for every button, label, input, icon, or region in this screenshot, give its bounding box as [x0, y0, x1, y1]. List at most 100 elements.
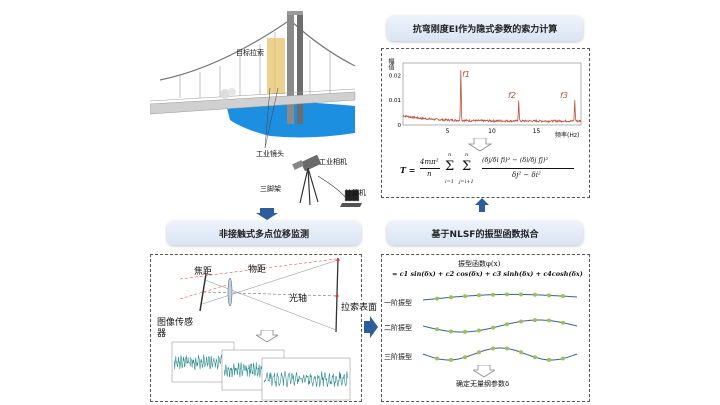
mode-3-curve [422, 347, 578, 361]
spectrum-peak-f1: f1 [462, 70, 470, 79]
mode-point [505, 292, 509, 297]
formula-sum2-top: n [465, 152, 469, 158]
fit-down-arrow-icon [473, 365, 495, 377]
mode-point [533, 292, 537, 297]
spectrum-peak-f2: f2 [508, 91, 516, 100]
computer-shape [340, 189, 362, 207]
mode-point [477, 350, 481, 355]
mode-point [477, 328, 481, 333]
monitor-down-arrow-icon [256, 330, 278, 342]
spectrum-y-tick-label: 0.01 [389, 98, 401, 104]
mode-3-label: 三阶振型 [384, 353, 412, 361]
formula-sum1-top: n [448, 152, 452, 158]
formula-coef-num: 4mπ² [420, 158, 439, 166]
image-sensor-label: 图像传感器 [157, 318, 194, 339]
target-cable-highlight [267, 38, 285, 94]
spectrum-y-tick-label: 0 [398, 123, 402, 129]
formula-sum1-bottom: i=1 [445, 179, 454, 185]
mode-1-label: 一阶振型 [384, 299, 412, 307]
mode-point [435, 296, 439, 301]
tripod-label: 三脚架 [260, 185, 281, 193]
formula-fraction-bar [482, 168, 574, 169]
result-label: 确定无量纲参数δ [456, 380, 510, 388]
mode-point [519, 319, 523, 324]
mode-point [547, 293, 551, 298]
mode-2-label: 二阶振型 [384, 324, 412, 332]
spectrum-ylabel: 幅值 [387, 58, 394, 70]
fit-panel-frame [381, 254, 590, 402]
optics-diagram [179, 257, 340, 333]
formula-sum2-bottom: j=i+1 [459, 179, 474, 185]
mode-point [463, 329, 467, 334]
mode-1-points [435, 292, 565, 301]
main-cable [159, 19, 291, 81]
up-arrow-icon [475, 198, 489, 212]
mode-point [491, 325, 495, 330]
monitor-panel-title: 非接触式多点位移监测 [167, 221, 361, 245]
mode-2-curve [422, 319, 578, 333]
mode-function-expression: = c1 sin(δx) + c2 cos(δx) + c3 sinh(δx) … [392, 270, 583, 278]
mode-point [533, 355, 537, 360]
formula-lhs: T = [400, 165, 416, 175]
mode-point [491, 292, 495, 297]
mode-shape-curves [422, 292, 578, 362]
mode-point [463, 294, 467, 299]
mode-point [449, 329, 453, 334]
spectrum-y-tick-label: 0.02 [389, 73, 401, 79]
mode-point [561, 320, 565, 325]
tension-panel-title: 抗弯刚度EI作为隐式参数的索力计算 [387, 16, 583, 41]
mode-point [505, 346, 509, 351]
formula-sum1: Σ [445, 159, 455, 174]
down-arrow-icon [468, 138, 492, 152]
mode-point [449, 295, 453, 300]
industrial-camera-shape [301, 154, 321, 172]
spectrum-xlabel: 频率(Hz) [555, 132, 580, 139]
signal-plot-3 [261, 357, 351, 401]
right-arrow-icon [364, 316, 378, 338]
monitor-panel-frame [150, 254, 362, 402]
fit-panel-title: 基于NLSF的振型函数拟合 [387, 221, 583, 245]
mode-point [547, 318, 551, 323]
target-cable-label: 目标拉索 [236, 49, 264, 57]
bridge-deck [150, 91, 356, 115]
focal-length-label: 焦距 [194, 267, 213, 277]
mode-point [547, 357, 551, 362]
mode-point [435, 356, 439, 361]
spectrum-x-tick-label: 15 [533, 128, 541, 135]
spectrum-axes [402, 62, 582, 126]
tension-formula: T = 4mπ² n n Σ i=1 n Σ j=i+1 (δj/δi fi)²… [400, 152, 580, 190]
spectrum-x-tick-label: 5 [446, 128, 450, 135]
mode-point [519, 292, 523, 297]
computer-label: 计算机 [345, 189, 366, 197]
spectrum-x-tick-label: 10 [488, 128, 496, 135]
mode-function-title: 振型函数φ(x) [458, 260, 501, 268]
mode-point [561, 294, 565, 299]
spectrum-series-line [402, 70, 582, 124]
mode-point [561, 356, 565, 361]
mode-2-points [435, 318, 565, 334]
tripod-shape [299, 167, 319, 206]
camera-label: 工业相机 [319, 158, 347, 166]
mode-3-points [435, 346, 565, 362]
optical-axis-label: 光轴 [289, 294, 308, 304]
mode-point [463, 355, 467, 360]
mode-point [505, 322, 509, 327]
cable-surface-label: 拉索表面 [341, 300, 378, 313]
spectrum-plot-frame [402, 62, 582, 126]
mode-point [491, 346, 495, 351]
mode-point [477, 293, 481, 298]
spectrum-peak-f3: f3 [560, 91, 568, 100]
formula-sum2: Σ [462, 159, 472, 174]
mode-point [435, 327, 439, 332]
displacement-signal-plots [171, 341, 351, 401]
bridge-scene [150, 11, 362, 207]
mode-point [449, 357, 453, 362]
formula-coef-den: n [427, 170, 432, 178]
lens-label: 工业镜头 [256, 150, 284, 158]
formula-fraction-numerator: (δj/δi fi)² − (δi/δj fj)² [482, 156, 549, 164]
left-down-arrow-icon [256, 208, 278, 220]
tension-panel-frame [381, 48, 590, 198]
object-distance-label: 物距 [248, 265, 267, 275]
mode-point [533, 318, 537, 323]
spectrum-tick-labels: 5 10 15 0 0.01 0.02 [389, 73, 541, 135]
